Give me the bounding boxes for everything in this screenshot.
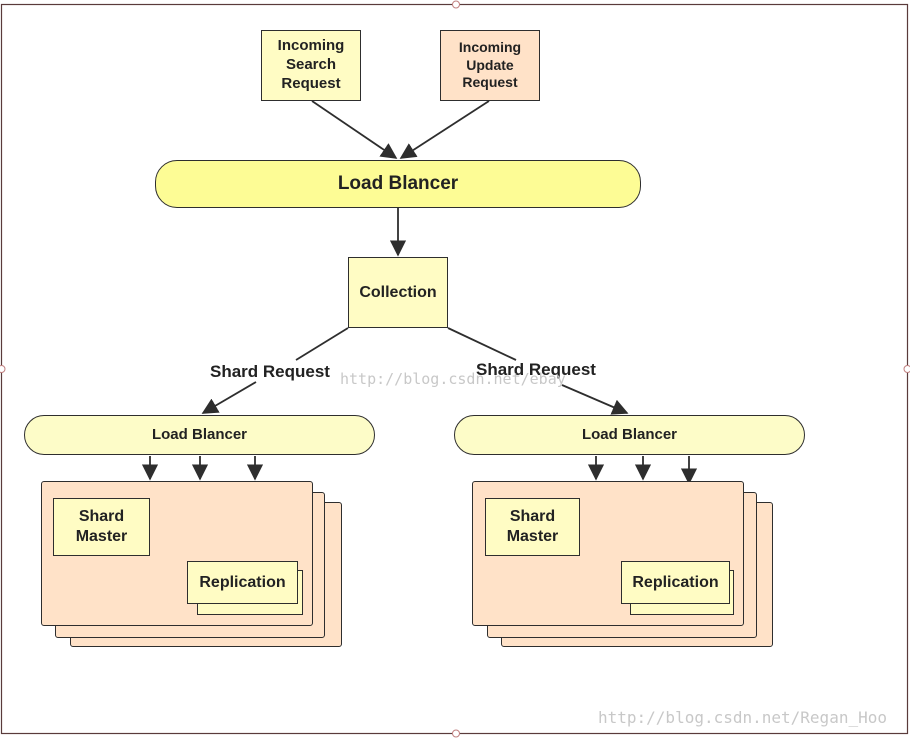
main-load-balancer: Load Blancer <box>155 160 641 208</box>
left-shard-request-label: Shard Request <box>210 362 330 381</box>
frame-handle-top <box>452 0 460 9</box>
right-shard-master-box: Shard Master <box>485 498 580 556</box>
edge-collection-to-left-balancer <box>295 327 349 361</box>
incoming-update-request-box: Incoming Update Request <box>440 30 540 101</box>
collection-box: Collection <box>348 257 448 328</box>
bottom-right-watermark: http://blog.csdn.net/Regan_Hoo <box>598 708 887 727</box>
left-replication-box: Replication <box>187 561 298 604</box>
frame-handle-right <box>903 365 910 373</box>
edge-search-to-balancer <box>311 100 398 159</box>
edge-collection-to-right-balancer-arrow <box>561 384 629 415</box>
left-shard-master-box: Shard Master <box>53 498 150 556</box>
incoming-search-request-box: Incoming Search Request <box>261 30 361 101</box>
edge-update-to-balancer <box>399 100 490 159</box>
right-shard-request-label: Shard Request <box>476 360 596 379</box>
edge-collection-to-left-balancer-arrow <box>201 381 257 414</box>
edge-collection-to-right-balancer <box>447 327 517 361</box>
frame-handle-left <box>0 365 6 373</box>
right-replication-box: Replication <box>621 561 730 604</box>
frame-handle-bottom <box>452 729 460 738</box>
right-load-balancer: Load Blancer <box>454 415 805 455</box>
center-watermark: http://blog.csdn.net/ebay <box>340 370 566 388</box>
left-load-balancer: Load Blancer <box>24 415 375 455</box>
